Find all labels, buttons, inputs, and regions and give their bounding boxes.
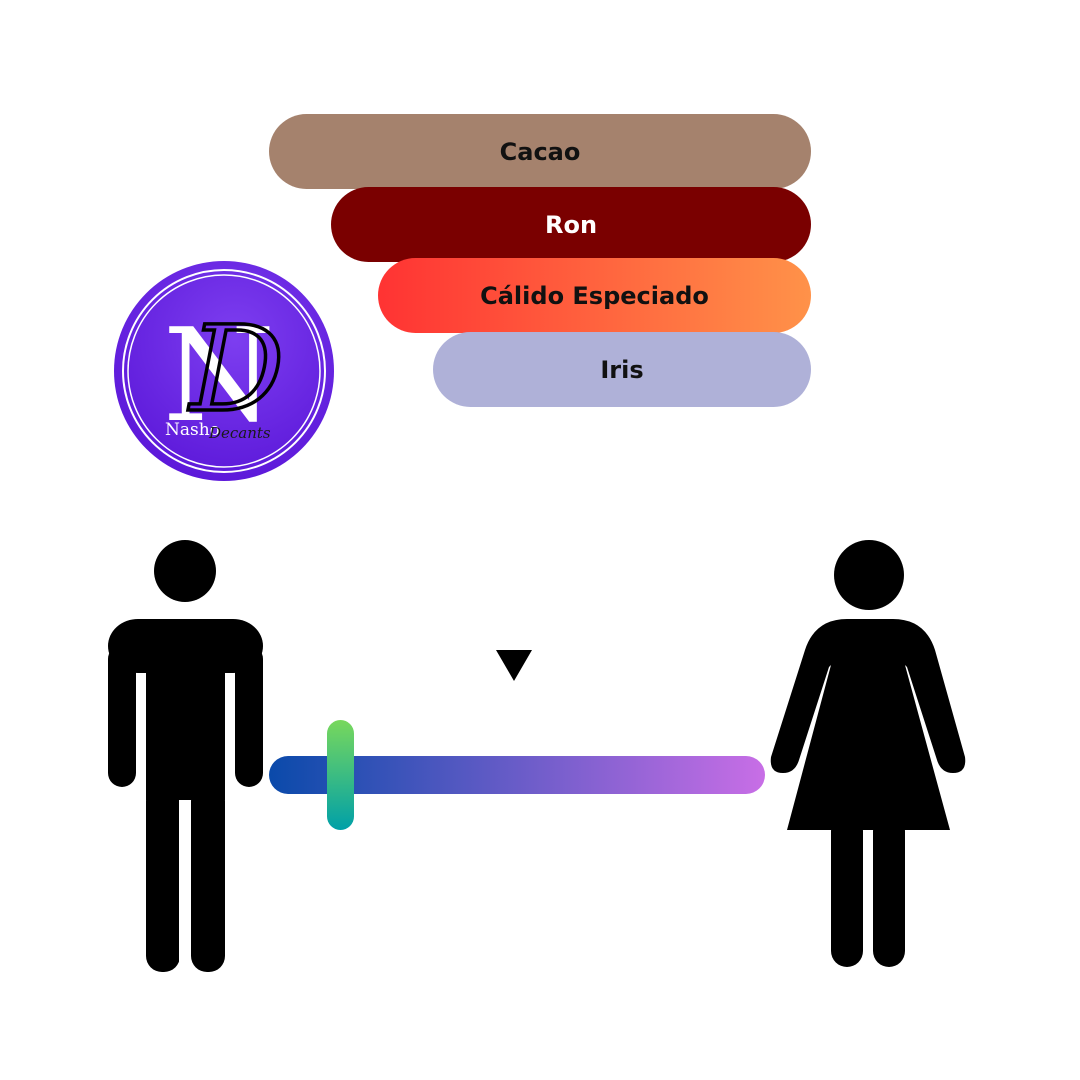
accord-label: Iris — [600, 355, 644, 384]
gender-scale-marker — [327, 720, 355, 830]
brand-logo: N D Nasho Decants — [114, 261, 334, 481]
logo-ring-inner — [127, 274, 321, 468]
logo-circle — [114, 261, 334, 481]
logo-brand-right: Decants — [208, 424, 271, 442]
accord-label: Cacao — [499, 137, 581, 166]
female-icon — [770, 540, 966, 970]
logo-letter-n: N — [163, 302, 275, 451]
logo-brand-left: Nasho — [165, 420, 220, 440]
logo-letter-d: D — [188, 300, 285, 438]
accord-bar-ron: Ron — [331, 187, 811, 262]
male-icon — [108, 540, 263, 975]
accord-bar-iris: Iris — [433, 332, 811, 407]
accord-label: Cálido Especiado — [480, 281, 709, 310]
logo-ring-outer — [122, 269, 326, 473]
triangle-down-icon — [496, 650, 532, 681]
accord-label: Ron — [544, 210, 598, 239]
accord-bar-cacao: Cacao — [269, 114, 811, 189]
accord-bar-calido-especiado: Cálido Especiado — [378, 258, 811, 333]
